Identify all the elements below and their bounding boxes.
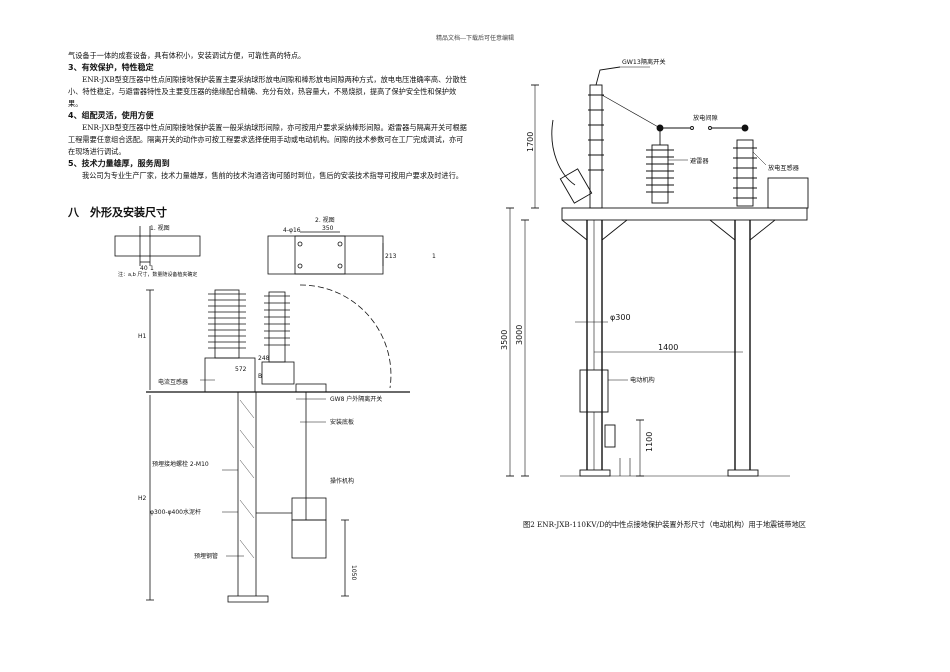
- section-title: 八 外形及安装尺寸: [68, 206, 167, 219]
- operating-mechanism: [291, 497, 327, 521]
- label-op: 操作机构: [330, 477, 354, 485]
- label-1100: 1100: [645, 432, 654, 452]
- label-pipe: 预埋钢管: [194, 552, 218, 560]
- label-pole: φ300-φ400水泥杆: [150, 508, 201, 516]
- label-tick: 1: [432, 253, 436, 260]
- insulator-left: [208, 289, 246, 359]
- label-213: 213: [385, 253, 397, 260]
- gw13-switch: [551, 66, 621, 209]
- label-H1: H1: [138, 333, 147, 340]
- label-1050: 1050: [350, 565, 357, 580]
- label-motor: 电动机构: [630, 376, 655, 384]
- label-bolt: 预埋接地螺栓 2-M10: [152, 460, 209, 468]
- label-B: B: [258, 373, 262, 380]
- heading-5: 5、技术力量雄厚，服务周到: [68, 159, 170, 168]
- text-block: 气设备于一体的成套设备，具有体积小，安装调试方便，可靠性高的特点。 3、有效保护…: [68, 50, 468, 182]
- label-view1: 1. 视图: [150, 224, 170, 232]
- label-1700: 1700: [526, 132, 535, 152]
- switch-swing-arc: [299, 284, 392, 389]
- concrete-pole: [227, 392, 269, 603]
- label-phi300: φ300: [610, 313, 631, 322]
- motor-mechanism: [579, 369, 609, 413]
- label-572: 572: [235, 366, 247, 373]
- label-4phi16: 4-φ16: [283, 227, 301, 234]
- view1-outline: [114, 235, 201, 257]
- label-3000: 3000: [515, 325, 524, 345]
- label-H2: H2: [138, 495, 147, 502]
- platform: [561, 207, 808, 221]
- label-40: 40: [140, 265, 148, 272]
- label-ct: 电流互感器: [158, 378, 188, 386]
- label-gw13: GW13隔离开关: [622, 58, 666, 66]
- label-view2: 2. 视图: [315, 216, 335, 224]
- label-gw8: GW8 户外隔离开关: [330, 395, 382, 403]
- label-350: 350: [322, 225, 334, 232]
- page-header: 精品文档---下载后可任意编辑: [435, 35, 515, 42]
- arrester: [646, 131, 674, 204]
- label-discharge-ct: 放电互感器: [768, 164, 800, 172]
- para-top: 气设备于一体的成套设备，具有体积小，安装调试方便，可靠性高的特点。: [68, 51, 306, 60]
- para-3: ENR-JXB型变压器中性点间隙接地保护装置主要采纳球形放电间隙和棒形放电间隙两…: [68, 75, 467, 108]
- label-1: 1: [150, 265, 154, 272]
- label-note: 注：a,b 尺寸，数量随设备植夹确定: [118, 271, 197, 278]
- label-1400: 1400: [658, 343, 678, 352]
- discharge-ct: [733, 139, 809, 209]
- heading-4: 4、组配灵活，使用方便: [68, 111, 154, 120]
- para-4: ENR-JXB型变压器中性点间隙接地保护装置一般采纳球形间隙，亦可按用户要求采纳…: [68, 123, 467, 156]
- label-base: 安装底板: [330, 418, 354, 426]
- figure-caption: 图2 ENR-JXB-110KV/D的中性点接地保护装置外形尺寸（电动机构）用于…: [523, 520, 806, 529]
- label-arrester: 避雷器: [690, 157, 709, 165]
- view2-outline: [267, 235, 384, 275]
- insulator-mid: [264, 291, 290, 363]
- para-5: 我公司为专业生产厂家，技术力量雄厚，售前的技术沟通咨询可随时到位，售后的安装技术…: [82, 171, 463, 180]
- label-248: 248: [258, 355, 270, 362]
- heading-3: 3、有效保护，特性稳定: [68, 63, 154, 72]
- label-3500: 3500: [500, 330, 509, 350]
- current-transformer: [204, 357, 256, 393]
- label-gap: 放电间隙: [693, 114, 718, 122]
